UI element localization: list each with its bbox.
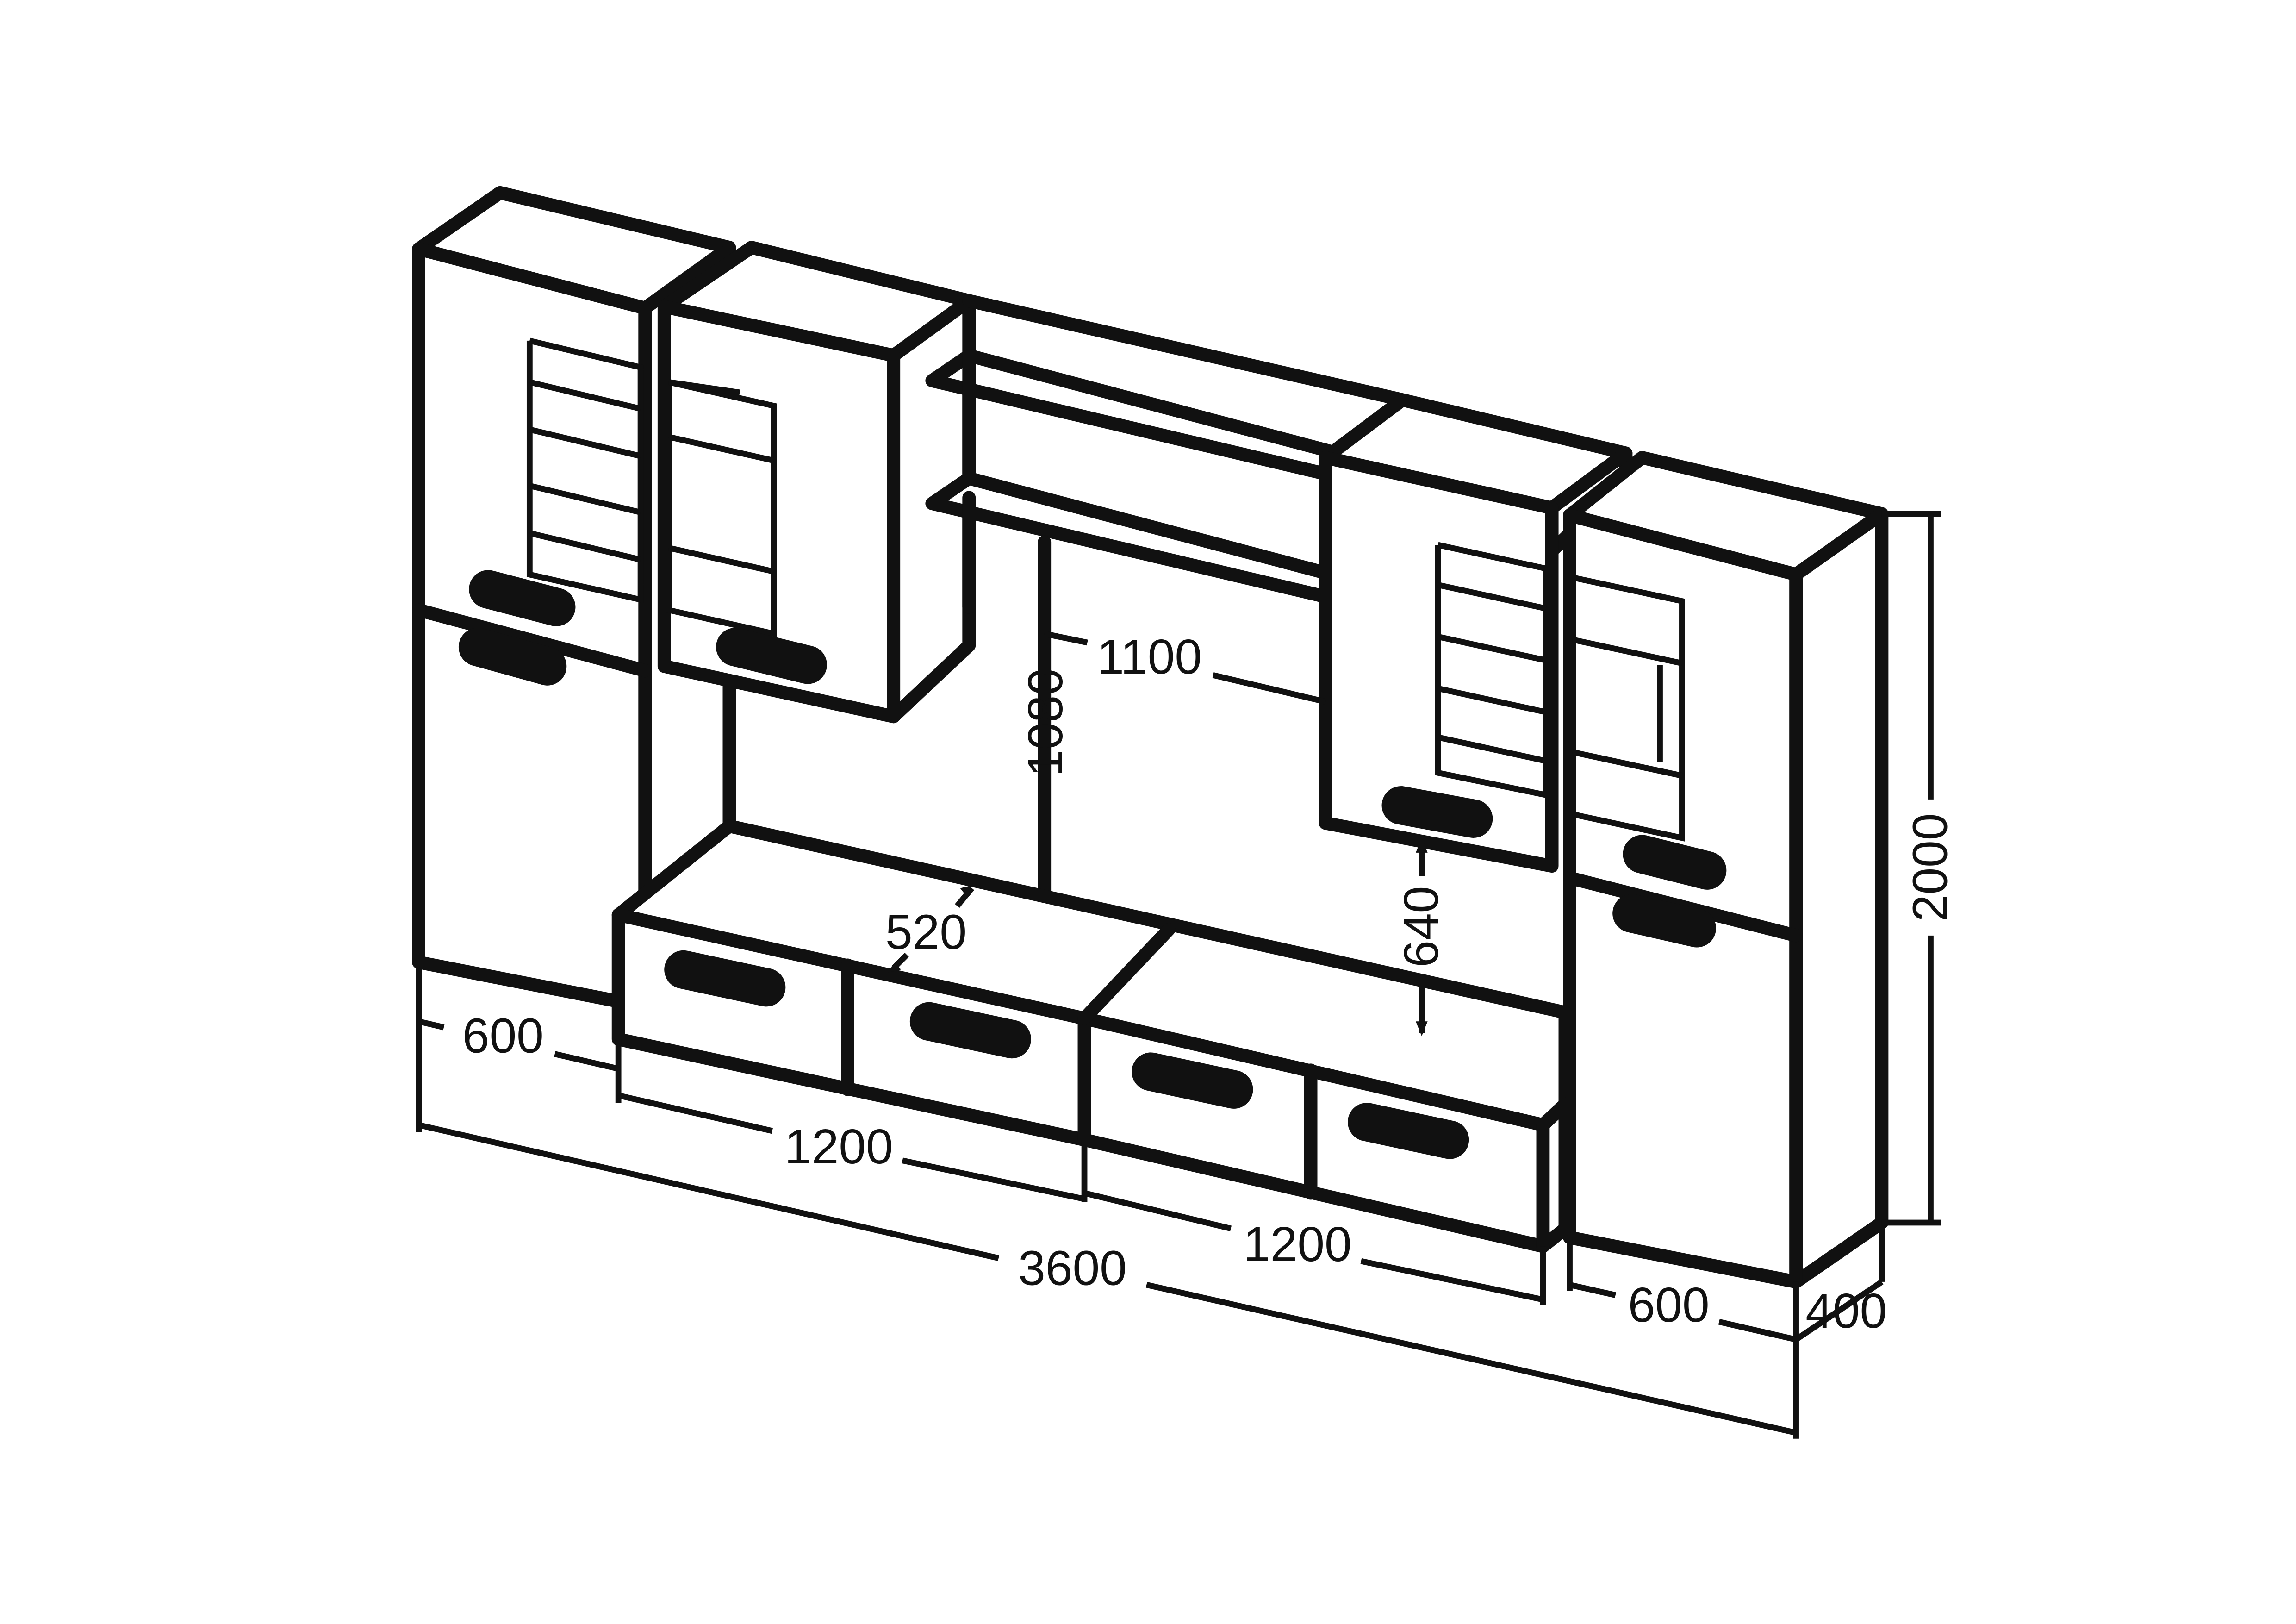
handle-icon bbox=[1612, 894, 1716, 948]
handle-icon bbox=[1381, 786, 1493, 838]
dimension-lines bbox=[416, 511, 1941, 1439]
handle-icon bbox=[1348, 1103, 1469, 1159]
dimension-labels: 3600 600 1200 1200 600 400 2000 1100 108… bbox=[462, 630, 1958, 1338]
left-wall-cabinet bbox=[657, 241, 976, 724]
dim-tv-unit-right-width: 1200 bbox=[1243, 1218, 1352, 1272]
handle-icon bbox=[469, 570, 576, 626]
handle-icon bbox=[458, 628, 567, 686]
right-tall-cabinet bbox=[1563, 451, 1889, 1289]
dim-height: 2000 bbox=[1904, 813, 1958, 922]
dim-tv-unit-left-width: 1200 bbox=[784, 1120, 893, 1174]
dim-clearance-height: 640 bbox=[1394, 886, 1449, 968]
handle-icon bbox=[1132, 1052, 1253, 1109]
handle-icon bbox=[664, 950, 786, 1007]
dim-overall-width: 3600 bbox=[1018, 1241, 1127, 1295]
tv-unit bbox=[611, 819, 1572, 1253]
left-tall-cabinet bbox=[412, 186, 736, 1013]
handle-icon bbox=[1623, 835, 1727, 890]
handle-icon bbox=[909, 1002, 1031, 1059]
handle-icon bbox=[716, 628, 827, 684]
dim-wall-gap-height: 1080 bbox=[1019, 668, 1073, 777]
dim-right-cabinet-width: 600 bbox=[1628, 1278, 1710, 1332]
right-wall-cabinet bbox=[1319, 393, 1633, 873]
dim-depth: 400 bbox=[1805, 1284, 1887, 1338]
dim-left-cabinet-width: 600 bbox=[462, 1009, 544, 1063]
dim-tv-unit-depth: 520 bbox=[885, 906, 967, 960]
dim-shelf-width: 1100 bbox=[1097, 630, 1202, 684]
